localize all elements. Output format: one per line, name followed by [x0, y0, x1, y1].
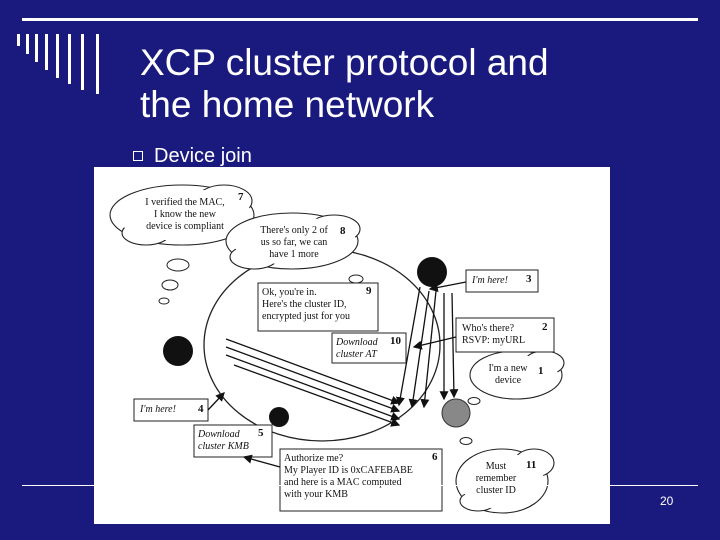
- box-2-number: 2: [542, 321, 548, 333]
- message-arrows: [207, 281, 467, 468]
- page-number: 20: [660, 494, 674, 508]
- device-node-bottom: [269, 407, 289, 427]
- top-rule: [22, 18, 698, 21]
- title-line-1: XCP cluster protocol and: [140, 42, 549, 83]
- slide-title: XCP cluster protocol and the home networ…: [140, 42, 680, 126]
- box-6-text: Authorize me? My Player ID is 0xCAFEBABE…: [284, 453, 413, 500]
- box-4-text: I'm here!: [140, 404, 176, 415]
- cloud-11-text: Must remember cluster ID: [475, 461, 517, 496]
- box-10: [331, 332, 407, 364]
- hollow-square-bullet-icon: [133, 151, 143, 161]
- thought-cloud-1: [469, 350, 565, 400]
- cloud-1-number: 1: [538, 365, 544, 377]
- box-2-text: Who's there? RSVP: myURL: [462, 323, 526, 346]
- box-5-text: Download cluster KMB: [198, 429, 249, 452]
- bullet-item: Device join: [133, 144, 252, 168]
- thought-cloud-7: [109, 184, 255, 246]
- box-9-number: 9: [366, 285, 372, 297]
- box-3-number: 3: [526, 273, 532, 285]
- box-10-text: Download cluster AT: [336, 337, 378, 360]
- box-9-text: Ok, you're in. Here's the cluster ID, en…: [262, 287, 351, 322]
- box-6: [279, 448, 443, 512]
- device-node-left: [163, 336, 193, 366]
- box-9: [257, 282, 379, 332]
- box-6-number: 6: [432, 451, 438, 463]
- box-10-number: 10: [390, 335, 401, 347]
- bullet-text: Device join: [154, 145, 252, 167]
- cloud-7-text: I verified the MAC, I know the new devic…: [145, 197, 225, 232]
- box-2: [455, 317, 555, 353]
- box-4-number: 4: [198, 403, 204, 415]
- diagram-graphics: [109, 184, 565, 514]
- cloud-7-number: 7: [238, 191, 244, 203]
- cloud-8-number: 8: [340, 225, 346, 237]
- cloud-8-text: There's only 2 of us so far, we can have…: [260, 225, 328, 260]
- device-node-new: [441, 398, 471, 428]
- thought-cloud-8: [225, 212, 361, 270]
- cloud-11-number: 11: [526, 459, 537, 471]
- box-5: [193, 424, 273, 458]
- title-line-2: the home network: [140, 84, 435, 125]
- box-5-number: 5: [258, 427, 264, 439]
- cloud-1-text: I'm a new device: [488, 363, 528, 386]
- box-3: [465, 269, 539, 293]
- device-join-diagram: I verified the MAC, I know the new devic…: [94, 167, 610, 524]
- device-node-top: [417, 257, 447, 287]
- thought-cloud-11: [455, 448, 555, 514]
- footer-rule: [22, 485, 698, 486]
- box-3-text: I'm here!: [472, 275, 508, 286]
